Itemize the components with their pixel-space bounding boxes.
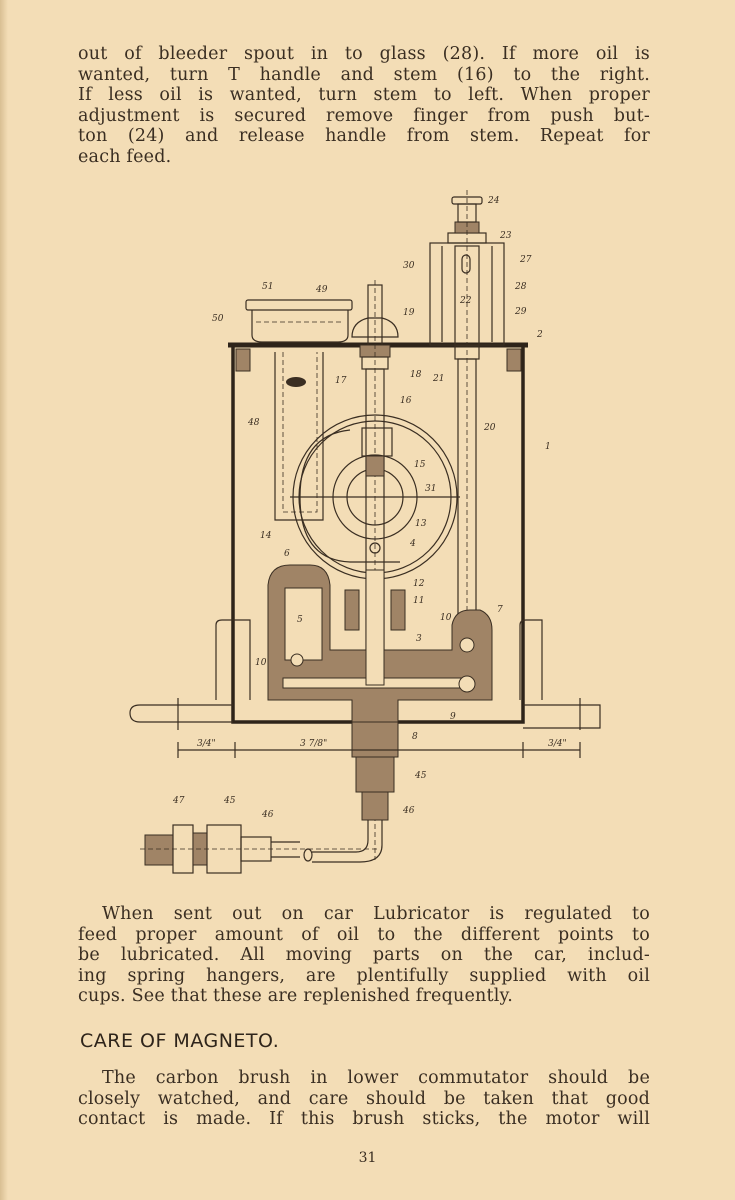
label-11: 11 — [413, 596, 424, 606]
mounting-foot-right — [519, 619, 601, 729]
label-31: 31 — [425, 484, 436, 494]
paragraph-magneto: The carbon brush in lower commutator sho… — [78, 1068, 650, 1130]
label-47: 47 — [172, 796, 185, 806]
text-line: If less oil is wanted, turn stem to left… — [78, 85, 650, 106]
text-line: When sent out on car Lubricator is regul… — [102, 904, 650, 924]
top-ring-left — [235, 348, 251, 372]
label-45: 45 — [223, 796, 236, 806]
filler-cap — [245, 299, 353, 311]
label-4: 4 — [409, 539, 416, 549]
label-21: 21 — [432, 374, 444, 384]
label-18: 18 — [410, 370, 422, 380]
oil-pipe-elbow — [312, 820, 383, 863]
label-46: 46 — [261, 810, 274, 820]
text-line: out of bleeder spout in to glass (28). I… — [78, 44, 650, 64]
dimension-center: 3 7/8" — [300, 739, 327, 749]
label-19: 19 — [403, 308, 415, 318]
label-23: 23 — [499, 231, 512, 241]
paragraph-regulation: When sent out on car Lubricator is regul… — [78, 904, 650, 1007]
dimension-left: 3/4" — [197, 739, 216, 749]
strainer-tube — [274, 352, 324, 521]
label-24: 24 — [487, 196, 500, 206]
text-line: closely watched, and care should be take… — [78, 1088, 650, 1109]
push-button — [451, 196, 483, 205]
label-46: 46 — [402, 806, 415, 816]
text-line: feed proper amount of oil to the differe… — [78, 924, 650, 945]
text-line: wanted, turn T handle and stem (16) to t… — [78, 64, 650, 85]
packing-nut — [351, 317, 399, 338]
label-10: 10 — [440, 613, 452, 623]
label-14: 14 — [260, 531, 272, 541]
label-8: 8 — [412, 732, 418, 742]
text-line: The carbon brush in lower commutator sho… — [102, 1068, 650, 1088]
text-line: ing spring hangers, are plentifully supp… — [78, 965, 650, 986]
filler-cup — [251, 310, 349, 343]
label-13: 13 — [415, 519, 427, 529]
union-45 — [355, 756, 395, 793]
dimension-right: 3/4" — [548, 739, 567, 749]
label-51: 51 — [262, 282, 273, 292]
label-6: 6 — [284, 549, 290, 559]
threaded-end — [144, 834, 174, 866]
bottom-nut-8 — [351, 721, 399, 758]
section-heading: CARE OF MAGNETO. — [80, 1030, 280, 1052]
label-16: 16 — [400, 396, 412, 406]
label-22: 22 — [459, 296, 472, 306]
label-10: 10 — [255, 658, 267, 668]
text-line: ton (24) and release handle from stem. R… — [78, 126, 650, 147]
label-45: 45 — [414, 771, 427, 781]
label-20: 20 — [483, 423, 496, 433]
text-line: contact is made. If this brush sticks, t… — [78, 1109, 650, 1130]
label-1: 1 — [545, 442, 551, 452]
paragraph-adjustment: out of bleeder spout in to glass (28). I… — [78, 44, 650, 168]
mounting-foot-left — [129, 619, 251, 723]
text-line: adjustment is secured remove finger from… — [78, 105, 650, 126]
text-line: each feed. — [78, 146, 172, 167]
diagram-drawing — [129, 190, 601, 874]
label-3: 3 — [416, 634, 422, 644]
label-5: 5 — [297, 615, 303, 625]
label-2: 2 — [536, 330, 543, 340]
page-number: 31 — [358, 1150, 377, 1166]
label-48: 48 — [247, 418, 260, 428]
label-27: 27 — [519, 255, 532, 265]
top-ring-right — [506, 348, 522, 372]
label-9: 9 — [450, 712, 456, 722]
text-line: be lubricated. All moving parts on the c… — [78, 945, 650, 966]
page-edge-shadow — [0, 0, 8, 1200]
label-12: 12 — [413, 579, 425, 589]
label-17: 17 — [335, 376, 347, 386]
part-labels: 24 23 27 30 28 22 29 2 51 49 50 19 17 18… — [172, 196, 567, 820]
label-29: 29 — [514, 307, 527, 317]
label-50: 50 — [212, 314, 224, 324]
label-7: 7 — [497, 605, 503, 615]
text-line: cups. See that these are replenished fre… — [78, 986, 514, 1007]
label-28: 28 — [514, 282, 527, 292]
label-15: 15 — [414, 460, 426, 470]
label-30: 30 — [403, 261, 415, 271]
label-49: 49 — [315, 285, 328, 295]
